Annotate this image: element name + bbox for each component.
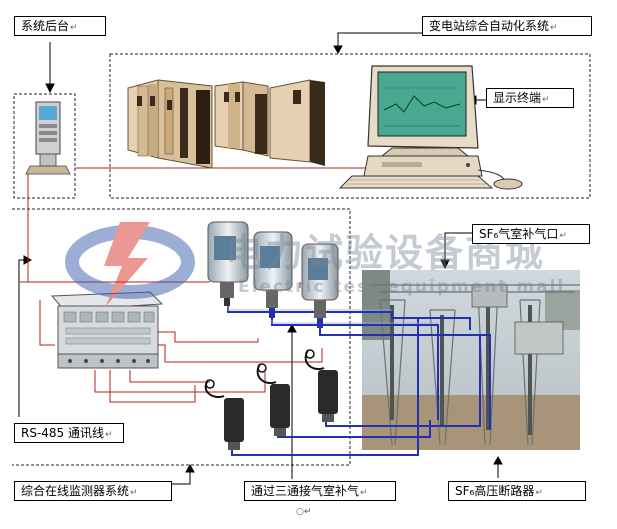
backend-server: [25, 101, 71, 175]
substation-system-label: 变电站综合自动化系统↵: [422, 16, 592, 36]
rs485-line-label: RS-485 通讯线↵: [14, 423, 124, 443]
display-terminal-text: 显示终端: [493, 91, 542, 105]
density-relays: [207, 221, 339, 328]
display-terminal-mark: ↵: [542, 95, 550, 105]
watermark-logo-icon: [65, 222, 195, 306]
monitor-system-label: 综合在线监测器系统↵: [14, 481, 172, 501]
sf6-refill-port-label: SF₆气室补气口↵: [472, 224, 590, 244]
sf6-refill-port-text: SF₆气室补气口: [479, 227, 559, 241]
substation-photo: [362, 270, 580, 450]
monitor-system-text: 综合在线监测器系统: [21, 484, 130, 498]
monitoring-unit: [50, 291, 164, 369]
rs485-line-mark: ↵: [105, 430, 113, 440]
sf6-breaker-label: SF₆高压断路器↵: [448, 481, 586, 501]
backend-dashed-box: [13, 93, 76, 199]
backend-label: 系统后台↵: [14, 16, 106, 36]
backend-label-text: 系统后台: [21, 19, 70, 33]
backend-label-mark: ↵: [70, 23, 78, 33]
substation-dashed-box: [109, 53, 591, 199]
display-terminal-computer: [338, 65, 523, 190]
rs485-line-text: RS-485 通讯线: [21, 426, 105, 440]
watermark-english: Electric test equipment mall: [238, 277, 566, 297]
substation-system-text: 变电站综合自动化系统: [429, 19, 550, 33]
sf6-breaker-text: SF₆高压断路器: [455, 484, 535, 498]
monitor-dashed-box: [12, 208, 351, 466]
monitor-system-mark: ↵: [130, 488, 138, 498]
server-cabinets: [127, 79, 325, 169]
pressure-sensors: [204, 349, 338, 450]
sf6-refill-port-mark: ↵: [559, 231, 567, 241]
blue-gas-pipes: [227, 302, 491, 456]
connector-arrows: [18, 32, 503, 485]
stray-paragraph-mark: ○↵: [296, 507, 312, 517]
three-way-refill-text: 通过三通接气室补气: [251, 484, 360, 498]
sf6-breaker-mark: ↵: [535, 488, 543, 498]
substation-system-mark: ↵: [550, 23, 558, 33]
display-terminal-label: 显示终端↵: [486, 88, 574, 108]
three-way-refill-mark: ↵: [360, 488, 368, 498]
three-way-refill-label: 通过三通接气室补气↵: [244, 481, 396, 501]
